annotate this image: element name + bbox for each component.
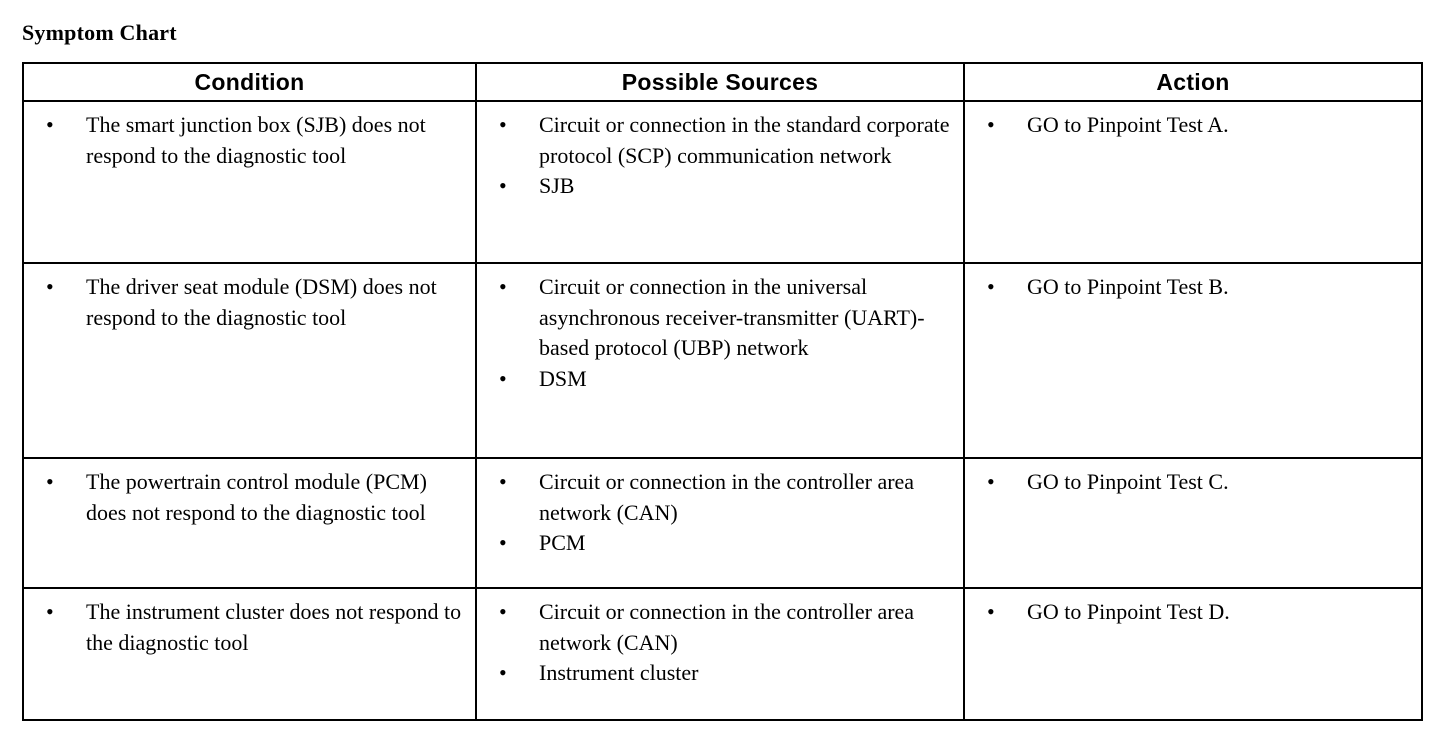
list-item: • GO to Pinpoint Test B. — [971, 272, 1415, 303]
list-item: • DSM — [483, 364, 957, 395]
bullet-icon: • — [46, 469, 54, 494]
cell-action: • GO to Pinpoint Test C. — [963, 457, 1423, 589]
possible-sources-bullet-list: • Circuit or connection in the controlle… — [483, 597, 957, 689]
table-row: • The driver seat module (DSM) does not … — [22, 262, 1423, 459]
cell-action: • GO to Pinpoint Test B. — [963, 262, 1423, 459]
page-title: Symptom Chart — [22, 20, 177, 45]
cell-condition: • The driver seat module (DSM) does not … — [22, 262, 477, 459]
list-item: • PCM — [483, 528, 957, 559]
condition-bullet-list: • The instrument cluster does not respon… — [30, 597, 469, 658]
condition-bullet-list: • The driver seat module (DSM) does not … — [30, 272, 469, 333]
table-body: • The smart junction box (SJB) does not … — [22, 100, 1423, 721]
cell-possible-sources: • Circuit or connection in the controlle… — [475, 587, 965, 721]
action-bullet-list: • GO to Pinpoint Test B. — [971, 272, 1415, 303]
column-header-condition: Condition — [22, 62, 477, 102]
list-item: • GO to Pinpoint Test A. — [971, 110, 1415, 141]
cell-condition: • The smart junction box (SJB) does not … — [22, 100, 477, 264]
cell-possible-sources: • Circuit or connection in the controlle… — [475, 457, 965, 589]
symptom-chart-table: Condition Possible Sources Action • The … — [22, 62, 1423, 721]
list-item: • The smart junction box (SJB) does not … — [46, 112, 426, 168]
bullet-icon: • — [46, 274, 54, 299]
bullet-icon: • — [499, 469, 507, 494]
bullet-icon: • — [46, 599, 54, 624]
bullet-icon: • — [987, 599, 995, 624]
action-bullet-list: • GO to Pinpoint Test A. — [971, 110, 1415, 141]
action-bullet-list: • GO to Pinpoint Test D. — [971, 597, 1415, 628]
column-header-possible-sources: Possible Sources — [475, 62, 965, 102]
list-item: • Circuit or connection in the universal… — [499, 274, 925, 361]
condition-bullet-list: • The smart junction box (SJB) does not … — [30, 110, 469, 171]
cell-action: • GO to Pinpoint Test A. — [963, 100, 1423, 264]
possible-sources-bullet-list: • Circuit or connection in the controlle… — [483, 467, 957, 559]
list-item: • The instrument cluster does not respon… — [46, 599, 462, 655]
bullet-icon: • — [987, 469, 995, 494]
list-item: • The driver seat module (DSM) does not … — [46, 274, 437, 330]
table-row: • The instrument cluster does not respon… — [22, 587, 1423, 721]
bullet-icon: • — [987, 274, 995, 299]
table-header-row: Condition Possible Sources Action — [22, 62, 1423, 102]
possible-sources-bullet-list: • Circuit or connection in the standard … — [483, 110, 957, 202]
cell-condition: • The instrument cluster does not respon… — [22, 587, 477, 721]
bullet-icon: • — [46, 112, 54, 137]
cell-possible-sources: • Circuit or connection in the standard … — [475, 100, 965, 264]
column-header-action: Action — [963, 62, 1423, 102]
list-item: • Circuit or connection in the controlle… — [499, 469, 915, 525]
cell-action: • GO to Pinpoint Test D. — [963, 587, 1423, 721]
bullet-icon: • — [499, 112, 507, 137]
list-item: • Circuit or connection in the standard … — [499, 112, 950, 168]
table-row: • The smart junction box (SJB) does not … — [22, 100, 1423, 264]
bullet-icon: • — [499, 660, 507, 686]
cell-condition: • The powertrain control module (PCM) do… — [22, 457, 477, 589]
list-item: • GO to Pinpoint Test D. — [971, 597, 1415, 628]
cell-possible-sources: • Circuit or connection in the universal… — [475, 262, 965, 459]
list-item: • SJB — [483, 171, 957, 202]
list-item: • The powertrain control module (PCM) do… — [46, 469, 427, 525]
list-item: • Instrument cluster — [483, 658, 957, 689]
bullet-icon: • — [499, 365, 507, 391]
possible-sources-bullet-list: • Circuit or connection in the universal… — [483, 272, 957, 394]
table-row: • The powertrain control module (PCM) do… — [22, 457, 1423, 589]
bullet-icon: • — [499, 173, 507, 199]
bullet-icon: • — [499, 599, 507, 624]
action-bullet-list: • GO to Pinpoint Test C. — [971, 467, 1415, 498]
list-item: • Circuit or connection in the controlle… — [499, 599, 915, 655]
table-header: Condition Possible Sources Action — [22, 62, 1423, 102]
bullet-icon: • — [987, 112, 995, 137]
list-item: • GO to Pinpoint Test C. — [971, 467, 1415, 498]
bullet-icon: • — [499, 530, 507, 556]
condition-bullet-list: • The powertrain control module (PCM) do… — [30, 467, 469, 528]
bullet-icon: • — [499, 274, 507, 299]
